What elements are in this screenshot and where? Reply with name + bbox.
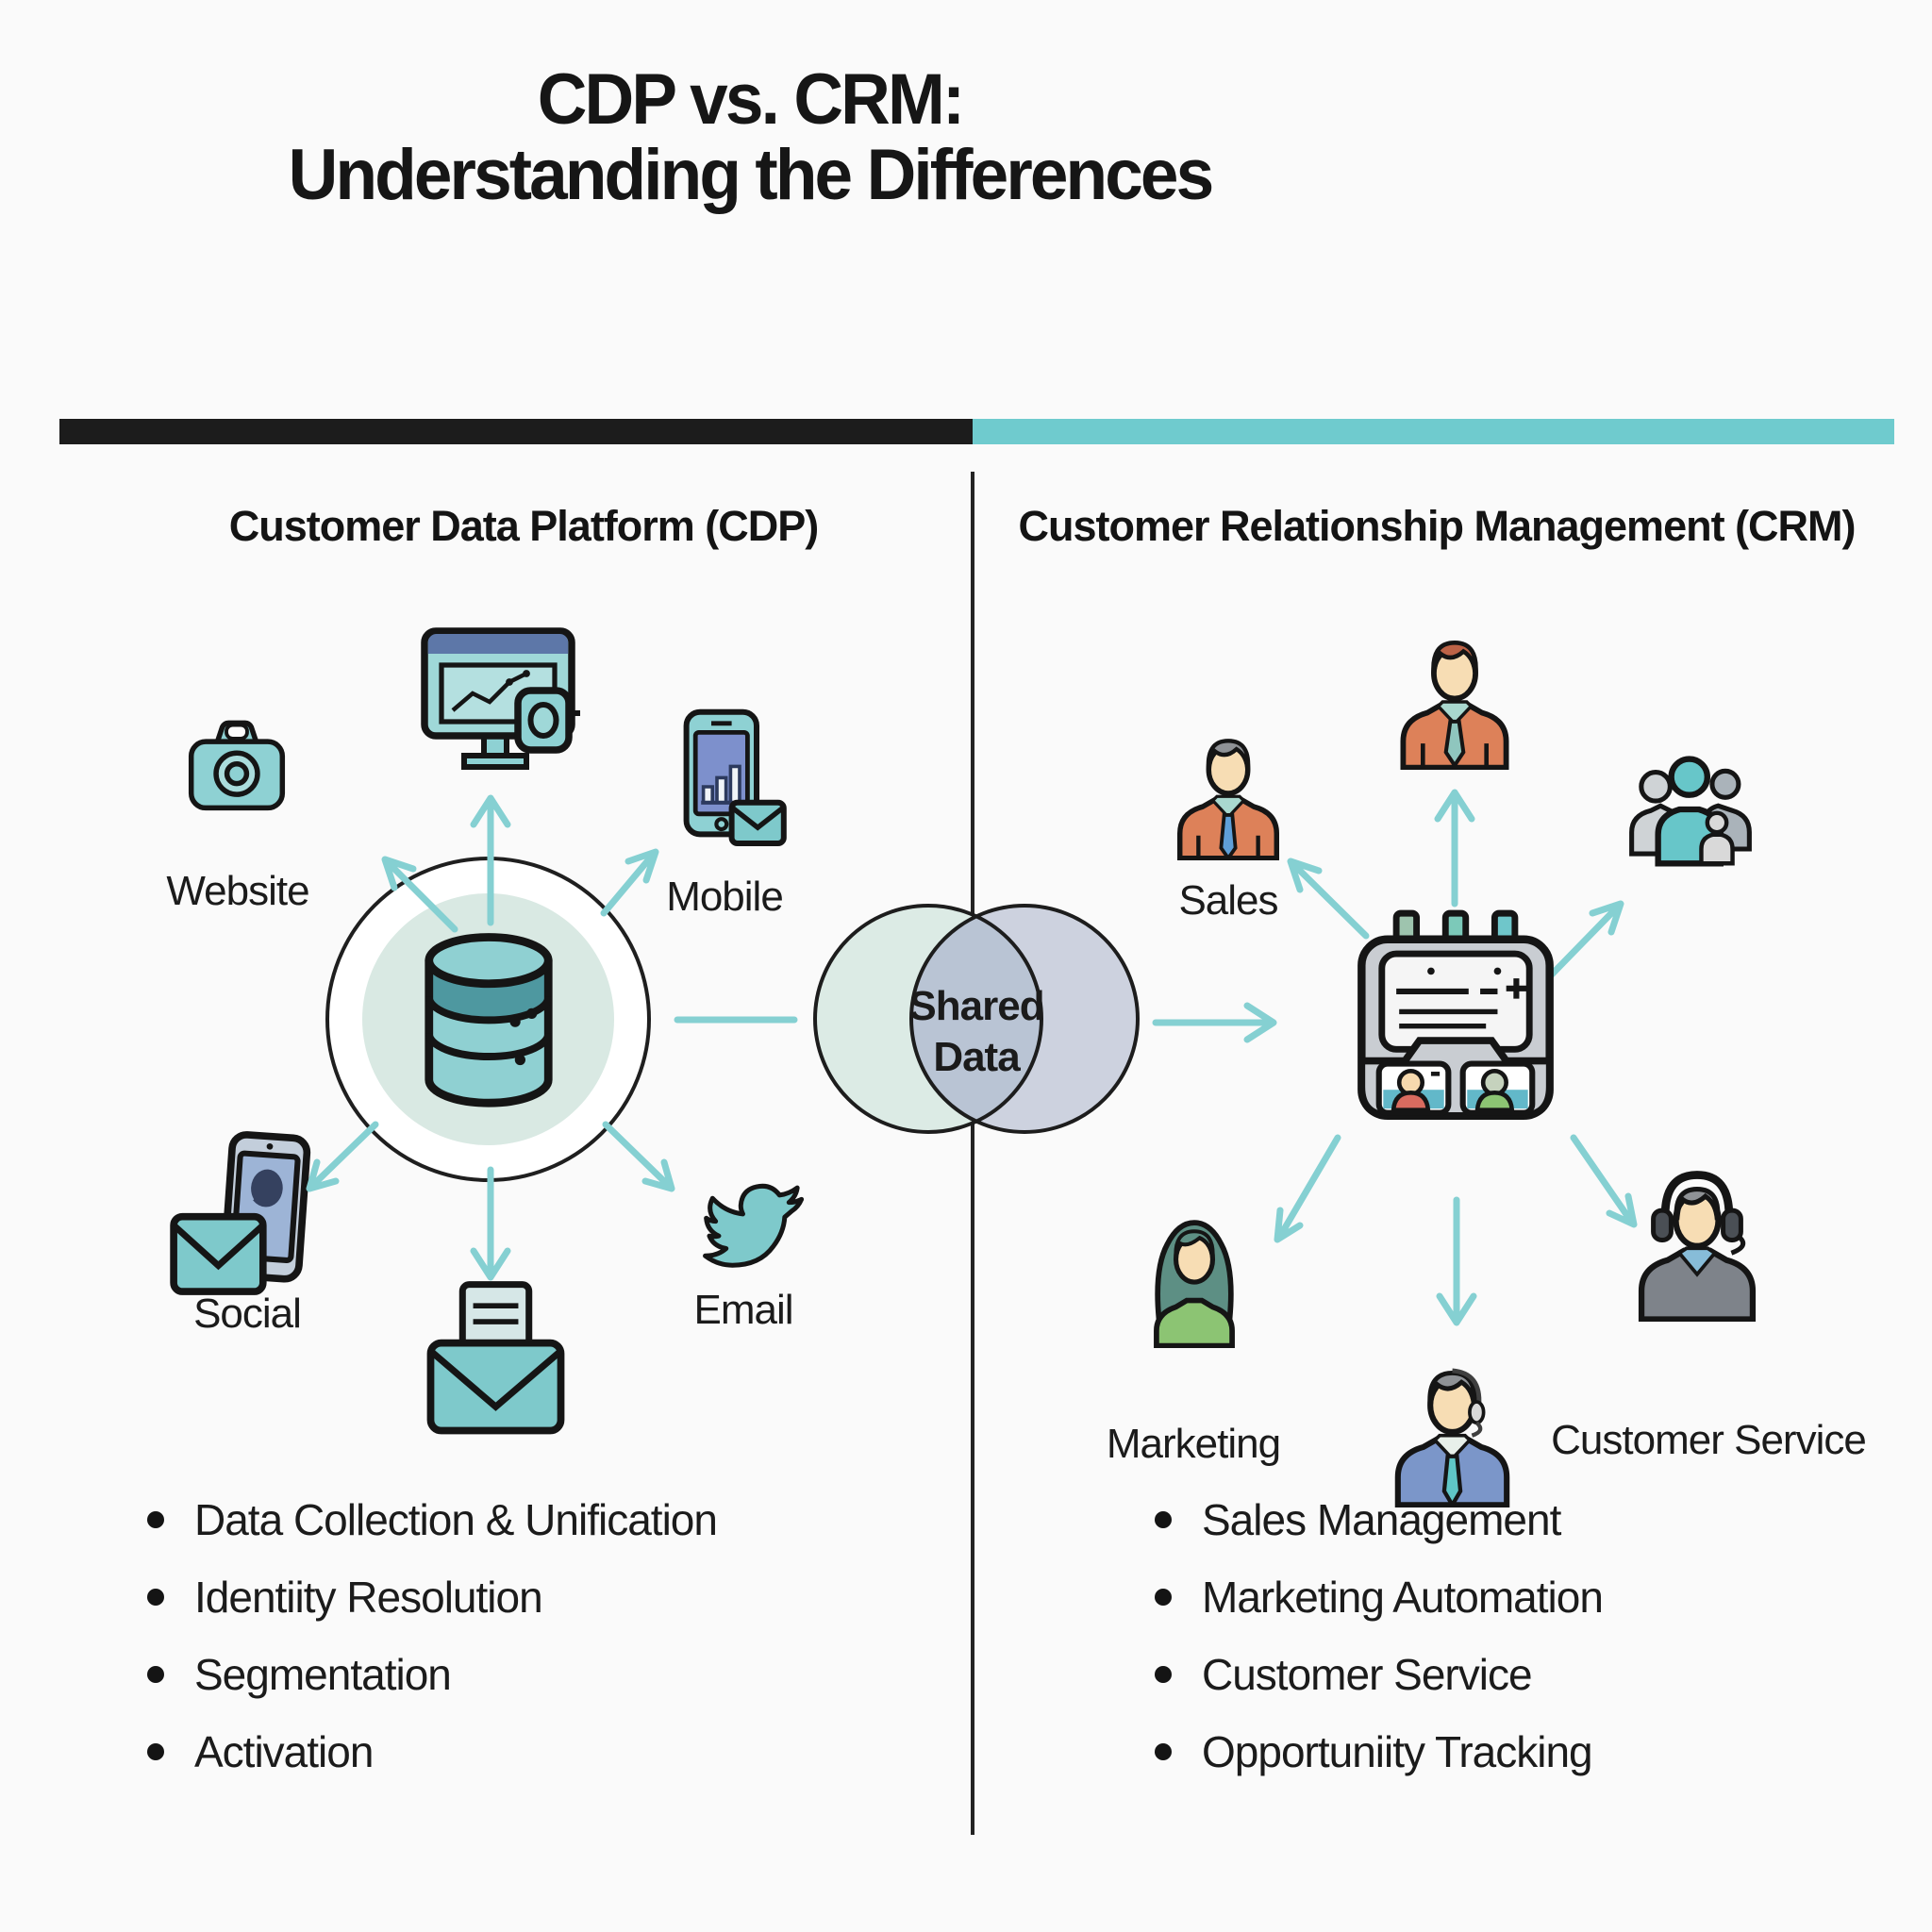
outgoing-mail-icon [423,1279,569,1439]
database-icon [406,927,572,1118]
salesperson-icon [1172,726,1285,860]
arrow-cdp-down [470,1166,511,1281]
social-phone-icon [168,1130,326,1310]
arrow-crm-up-left [1287,858,1370,940]
arrow-crm-down-left [1274,1134,1341,1243]
marketing-person-icon [1135,1208,1254,1348]
arrow-crm-up-right [1543,900,1624,983]
venn-label-line2: Data [933,1034,1020,1080]
crm-bullet-4: Opportuniity Tracking [1149,1713,1904,1790]
website-label: Website [166,868,309,914]
customer-service-label: Customer Service [1551,1417,1867,1463]
sales-label: Sales [1178,877,1278,924]
mobile-analytics-icon [666,708,791,855]
arrow-cdp-up-left [381,856,458,933]
page-title: CDP vs. CRM: Understanding the Differenc… [30,62,1470,213]
title-line2: Understanding the Differences [288,134,1215,215]
support-agent-icon [1389,1357,1516,1507]
crm-header: Customer Relationship Management (CRM) [1018,502,1856,550]
arrow-crm-down-right [1570,1134,1638,1228]
analytics-monitor-icon [413,623,583,778]
camera-icon [185,719,289,814]
marketing-label: Marketing [1106,1421,1281,1467]
email-label: Email [693,1287,793,1333]
mobile-label: Mobile [666,874,784,920]
cdp-bullet-1: Data Collection & Unification [142,1481,953,1558]
cdp-accent-bar [59,419,973,444]
arrow-crm-up [1434,789,1475,908]
social-label: Social [193,1291,302,1337]
cdp-bullet-3: Segmentation [142,1636,953,1713]
arrow-cdp-down-right [602,1121,675,1192]
customer-group-icon [1624,743,1757,875]
cdp-bullet-list: Data Collection & Unification Identiity … [142,1481,953,1790]
cdp-header: Customer Data Platform (CDP) [228,502,820,550]
crm-bullet-2: Marketing Automation [1149,1558,1904,1636]
column-divider [971,472,974,1835]
crm-bullet-3: Customer Service [1149,1636,1904,1713]
customer-service-headset-icon [1632,1168,1762,1322]
arrow-crm-down [1436,1196,1477,1326]
venn-overlap [910,916,1042,1122]
title-line1: CDP vs. CRM: [537,59,965,140]
account-manager-icon [1394,627,1515,770]
crm-accent-bar [973,419,1894,444]
arrow-cdp-down-left [306,1121,379,1192]
crm-bullet-list: Sales Management Marketing Automation Cu… [1149,1481,1904,1790]
arrow-cdp-up [470,794,511,926]
cdp-bullet-2: Identiity Resolution [142,1558,953,1636]
arrow-cdp-up-right [600,848,659,917]
crm-contact-book-icon [1347,908,1564,1124]
venn-label-line1: Shared [908,983,1044,1029]
shared-data-venn [813,904,1140,1134]
cdp-bullet-4: Activation [142,1713,953,1790]
crm-bullet-1: Sales Management [1149,1481,1904,1558]
twitter-bird-icon [700,1177,815,1282]
connector-venn-to-crm [1152,1002,1277,1043]
